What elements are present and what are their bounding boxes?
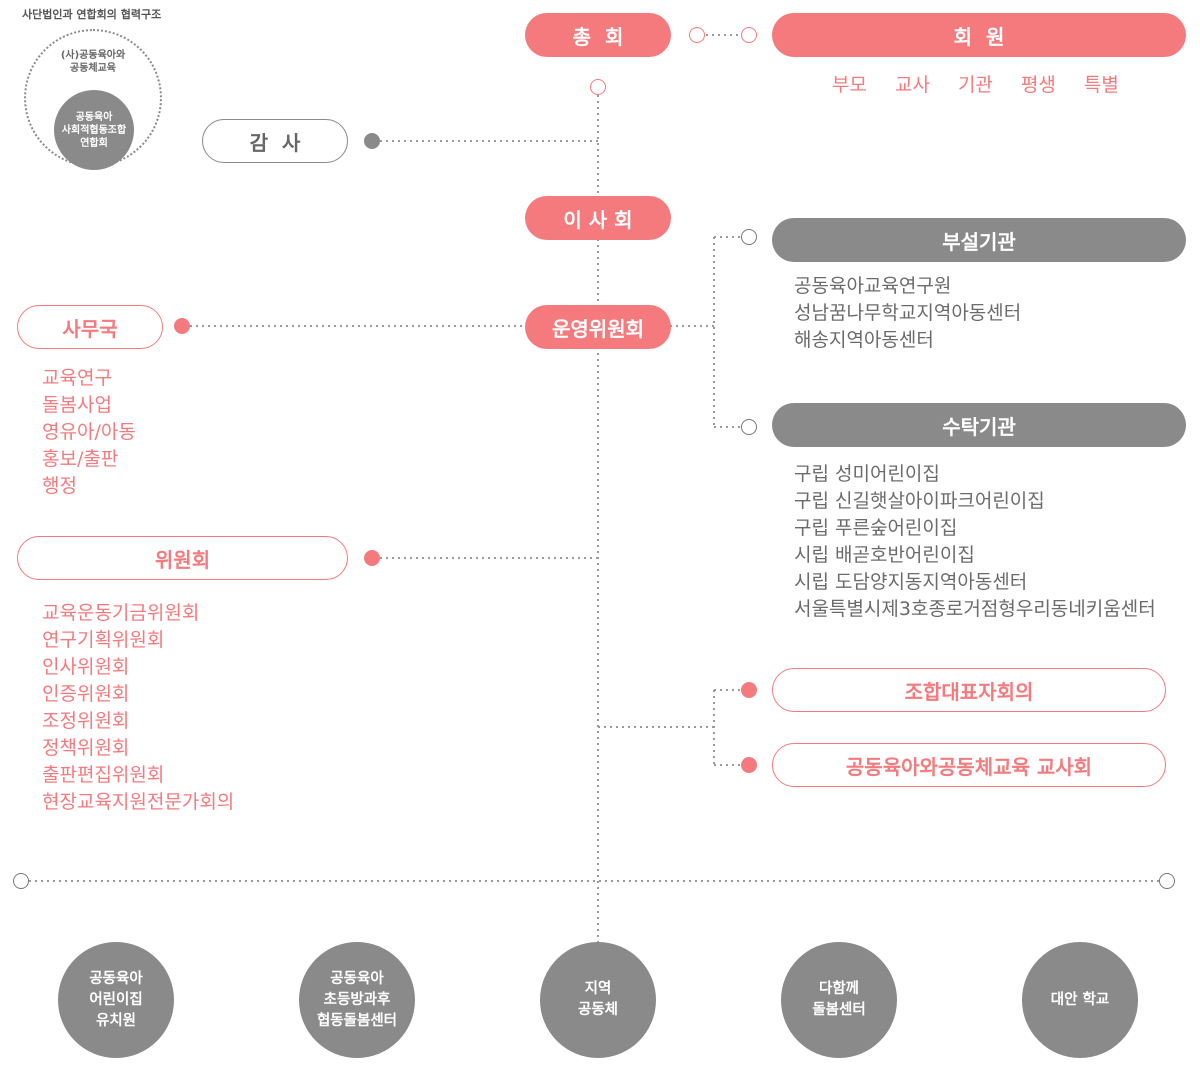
- list-item: 영유아/아동: [42, 421, 136, 443]
- committees-node[interactable]: 위원회: [17, 536, 348, 580]
- baseline-right-dot: [1159, 873, 1175, 889]
- audit-node[interactable]: 감 사: [202, 119, 348, 163]
- list-item: 구립 푸른숲어린이집: [794, 517, 958, 539]
- members-node[interactable]: 회 원: [772, 13, 1186, 57]
- secretariat-connector-dot: [174, 318, 190, 334]
- member-type: 기관: [957, 74, 993, 96]
- coop-rep-council-node[interactable]: 조합대표자회의: [772, 668, 1166, 712]
- list-item: 구립 신길햇살아이파크어린이집: [794, 490, 1045, 512]
- list-item: 서울특별시제3호종로거점형우리동네키움센터: [794, 598, 1156, 620]
- list-item: 홍보/출판: [42, 448, 119, 470]
- assembly-connector-dot: [689, 27, 705, 43]
- community-circle[interactable]: 공동육아 어린이집 유치원: [58, 942, 174, 1058]
- list-item: 연구기획위원회: [42, 629, 165, 651]
- community-circle[interactable]: 공동육아 초등방과후 협동돌봄센터: [299, 942, 415, 1058]
- community-circle[interactable]: 대안 학교: [1022, 942, 1138, 1058]
- assembly-bottom-dot: [590, 79, 606, 95]
- teachers-council-node[interactable]: 공동육아와공동체교육 교사회: [772, 743, 1166, 787]
- member-type: 특별: [1083, 74, 1119, 96]
- list-item: 시립 도담양지동지역아동센터: [794, 571, 1028, 593]
- commissioned-list: 구립 성미어린이집 구립 신길햇살아이파크어린이집 구립 푸른숲어린이집 시립 …: [794, 461, 1156, 623]
- secretariat-node[interactable]: 사무국: [17, 305, 163, 349]
- federation-circle: 공동육아 사회적협동조합 연합회: [54, 90, 134, 170]
- commissioned-connector-dot: [741, 419, 757, 435]
- teachers-council-connector-dot: [741, 757, 757, 773]
- member-types-list: 부모 교사 기관 평생 특별: [832, 70, 1119, 97]
- list-item: 공동육아교육연구원: [794, 275, 952, 297]
- board-node[interactable]: 이 사 회: [525, 196, 671, 240]
- commissioned-institutions-node[interactable]: 수탁기관: [772, 403, 1186, 447]
- secretariat-list: 교육연구 돌봄사업 영유아/아동 홍보/출판 행정: [42, 365, 136, 500]
- general-assembly-node[interactable]: 총 회: [525, 13, 671, 57]
- community-circle[interactable]: 지역 공동체: [540, 942, 656, 1058]
- list-item: 성남꿈나무학교지역아동센터: [794, 302, 1022, 324]
- committees-list: 교육운동기금위원회 연구기획위원회 인사위원회 인증위원회 조정위원회 정책위원…: [42, 600, 234, 816]
- list-item: 인사위원회: [42, 656, 130, 678]
- list-item: 정책위원회: [42, 737, 130, 759]
- list-item: 현장교육지원전문가회의: [42, 791, 235, 813]
- member-type: 평생: [1020, 74, 1056, 96]
- list-item: 해송지역아동센터: [794, 329, 934, 351]
- coop-rep-connector-dot: [741, 682, 757, 698]
- list-item: 행정: [42, 475, 77, 497]
- baseline-left-dot: [13, 873, 29, 889]
- list-item: 조정위원회: [42, 710, 130, 732]
- affiliated-connector-dot: [741, 229, 757, 245]
- list-item: 시립 배곧호반어린이집: [794, 544, 975, 566]
- audit-connector-dot: [364, 133, 380, 149]
- member-type: 교사: [894, 74, 930, 96]
- affiliated-list: 공동육아교육연구원 성남꿈나무학교지역아동센터 해송지역아동센터: [794, 273, 1021, 354]
- list-item: 돌봄사업: [42, 394, 112, 416]
- affiliated-institutions-node[interactable]: 부설기관: [772, 218, 1186, 262]
- list-item: 교육운동기금위원회: [42, 602, 200, 624]
- committees-connector-dot: [364, 550, 380, 566]
- member-type: 부모: [832, 74, 867, 96]
- coop-structure-caption: 사단법인과 연합회의 협력구조: [22, 8, 162, 21]
- list-item: 인증위원회: [42, 683, 130, 705]
- list-item: 교육연구: [42, 367, 112, 389]
- org-name-label: (사)공동육아와 공동체교육: [60, 50, 126, 74]
- steering-committee-node[interactable]: 운영위원회: [525, 305, 671, 349]
- community-circle[interactable]: 다함께 돌봄센터: [781, 942, 897, 1058]
- members-connector-dot: [741, 27, 757, 43]
- list-item: 출판편집위원회: [42, 764, 165, 786]
- list-item: 구립 성미어린이집: [794, 463, 940, 485]
